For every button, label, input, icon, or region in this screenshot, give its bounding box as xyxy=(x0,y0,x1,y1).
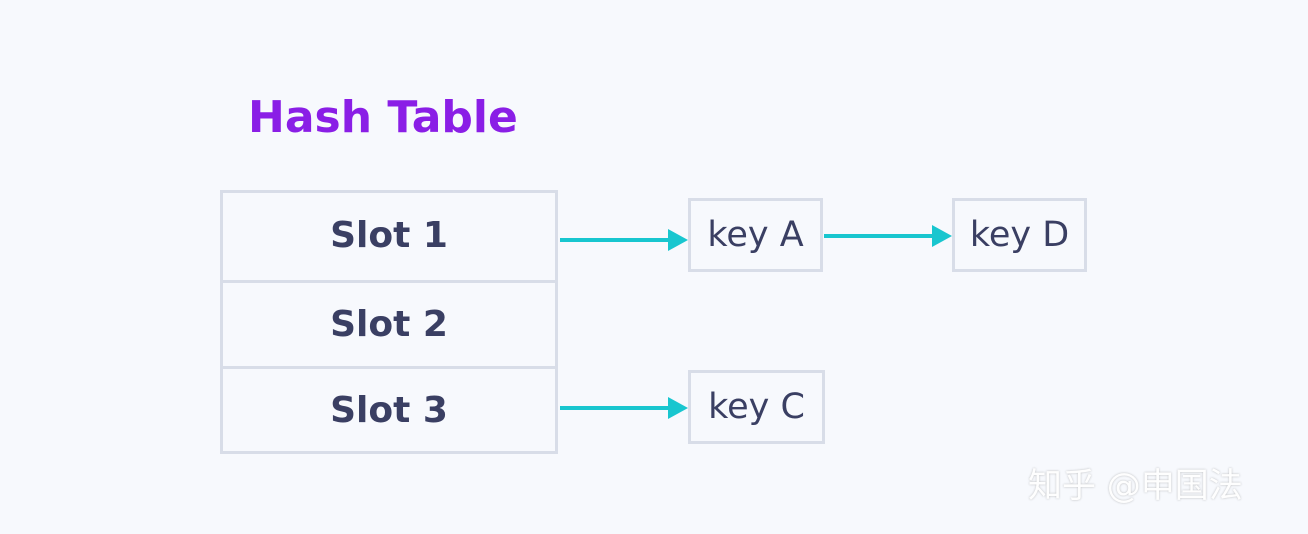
slot-3: Slot 3 xyxy=(223,366,555,451)
watermark-text: 知乎 @申国法 xyxy=(1028,466,1243,506)
key-c-box: key C xyxy=(688,370,825,444)
key-a-box: key A xyxy=(688,198,823,272)
slot-2: Slot 2 xyxy=(223,280,555,366)
hash-table: Slot 1 Slot 2 Slot 3 xyxy=(220,190,558,454)
arrow-keyA-to-keyD xyxy=(824,225,952,247)
slot-1: Slot 1 xyxy=(330,214,448,256)
key-d-box: key D xyxy=(952,198,1087,272)
arrow-slot1-to-keyA xyxy=(560,229,688,251)
arrow-slot3-to-keyC xyxy=(560,397,688,419)
hash-table-title: Hash Table xyxy=(248,92,518,143)
